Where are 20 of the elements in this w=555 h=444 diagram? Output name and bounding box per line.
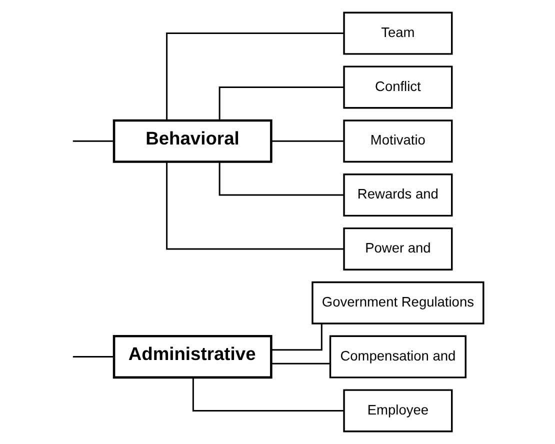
connector [271, 324, 322, 351]
connector [166, 32, 344, 120]
connector [72, 356, 114, 358]
connector [218, 162, 344, 196]
node-box: Employee [343, 389, 453, 432]
connector [192, 377, 344, 412]
connector [218, 86, 344, 120]
connector [271, 140, 344, 142]
connector [271, 362, 330, 364]
node-box: Government Regulations [312, 281, 484, 324]
node-box: Conflict [343, 66, 453, 109]
node-box: Compensation and [329, 335, 466, 378]
connector [72, 140, 114, 142]
node-box: Administrative [112, 335, 272, 379]
node-box: Team [343, 12, 453, 55]
node-box: Rewards and [343, 174, 453, 217]
node-box: Behavioral [112, 119, 272, 163]
node-box: Power and [343, 227, 453, 270]
node-box: Motivatio [343, 120, 453, 163]
connector [166, 162, 344, 250]
